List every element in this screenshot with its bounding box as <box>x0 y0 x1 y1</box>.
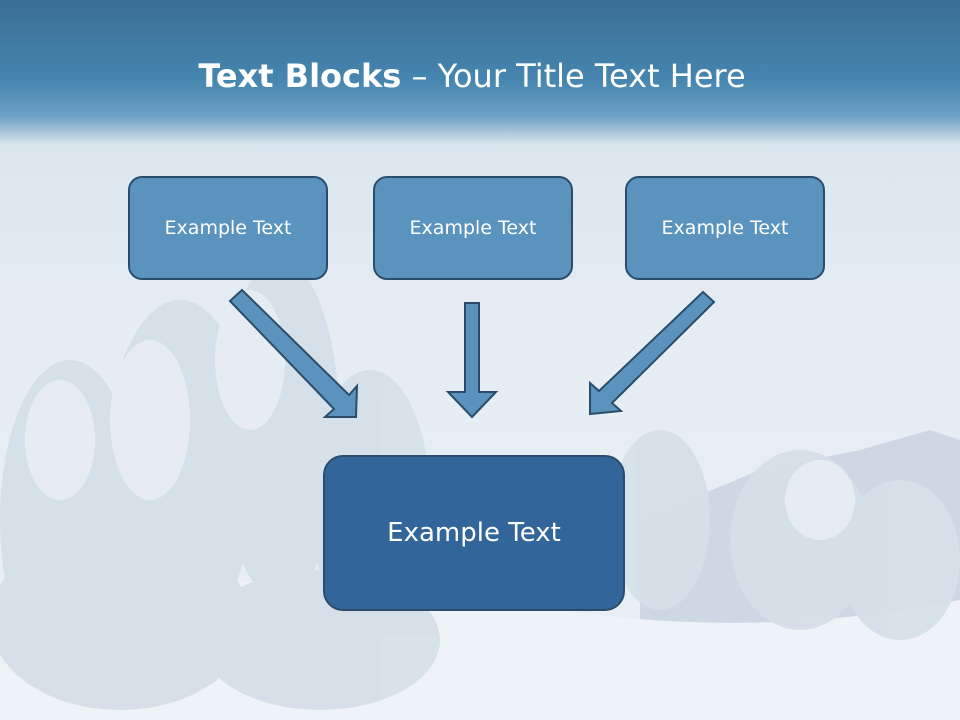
title-rest: – Your Title Text Here <box>401 57 746 95</box>
text-block-label: Example Text <box>661 217 789 239</box>
title-bold: Text Blocks <box>198 57 402 95</box>
text-block-top-right[interactable]: Example Text <box>625 176 825 280</box>
arrow-down-icon <box>445 302 499 419</box>
title-band <box>0 0 960 145</box>
arrow-down-right-icon <box>228 288 359 418</box>
text-block-top-left[interactable]: Example Text <box>128 176 328 280</box>
text-block-label: Example Text <box>164 217 292 239</box>
slide-title: Text Blocks – Your Title Text Here <box>0 56 944 96</box>
text-block-label: Example Text <box>409 217 537 239</box>
text-block-bottom[interactable]: Example Text <box>323 455 625 611</box>
text-block-top-center[interactable]: Example Text <box>373 176 573 280</box>
text-block-label: Example Text <box>387 518 561 548</box>
arrow-down-left-icon <box>589 290 716 416</box>
